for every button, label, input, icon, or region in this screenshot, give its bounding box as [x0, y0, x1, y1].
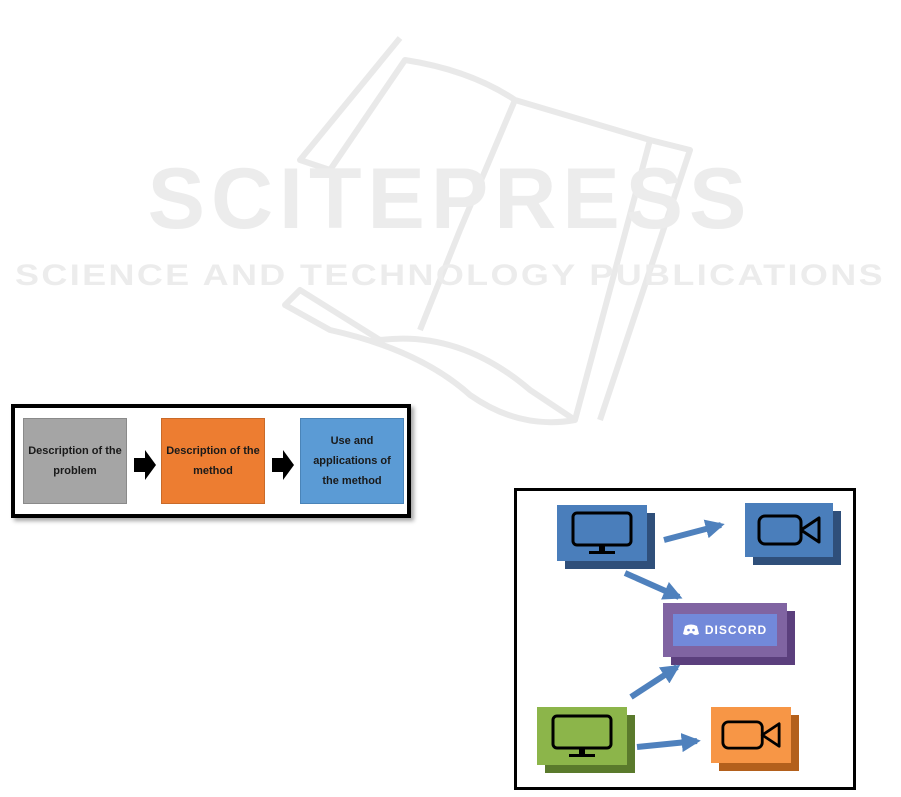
arrow-monitor-to-camera-top: [664, 525, 721, 540]
flow-step-label: Description of the: [166, 445, 260, 457]
arrow-monitor-to-camera-bottom: [637, 741, 697, 747]
arrow-monitor-bottom-to-discord: [631, 667, 677, 697]
flow-step-label: the method: [322, 475, 381, 487]
watermark-brand: SCITEPRESS: [148, 151, 753, 247]
flow-step-label: Description of the: [28, 445, 122, 457]
connector-arrows: [517, 491, 853, 787]
flow-step-problem: Description of the problem: [23, 418, 127, 504]
flow-step-label: problem: [53, 465, 96, 477]
method-flow-diagram: Description of the problem Description o…: [11, 404, 411, 518]
flow-step-use: Use and applications of the method: [300, 418, 404, 504]
discord-network-diagram: DISCORD: [514, 488, 856, 790]
book-watermark-icon: [285, 38, 690, 422]
flow-step-method: Description of the method: [161, 418, 265, 504]
flow-step-label: Use and applications of: [313, 435, 391, 467]
right-arrow-icon: [134, 450, 156, 480]
right-arrow-icon: [272, 450, 294, 480]
watermark-tagline: SCIENCE AND TECHNOLOGY PUBLICATIONS: [15, 259, 885, 292]
arrow-monitor-to-discord: [625, 573, 679, 597]
flow-step-label: method: [193, 465, 233, 477]
